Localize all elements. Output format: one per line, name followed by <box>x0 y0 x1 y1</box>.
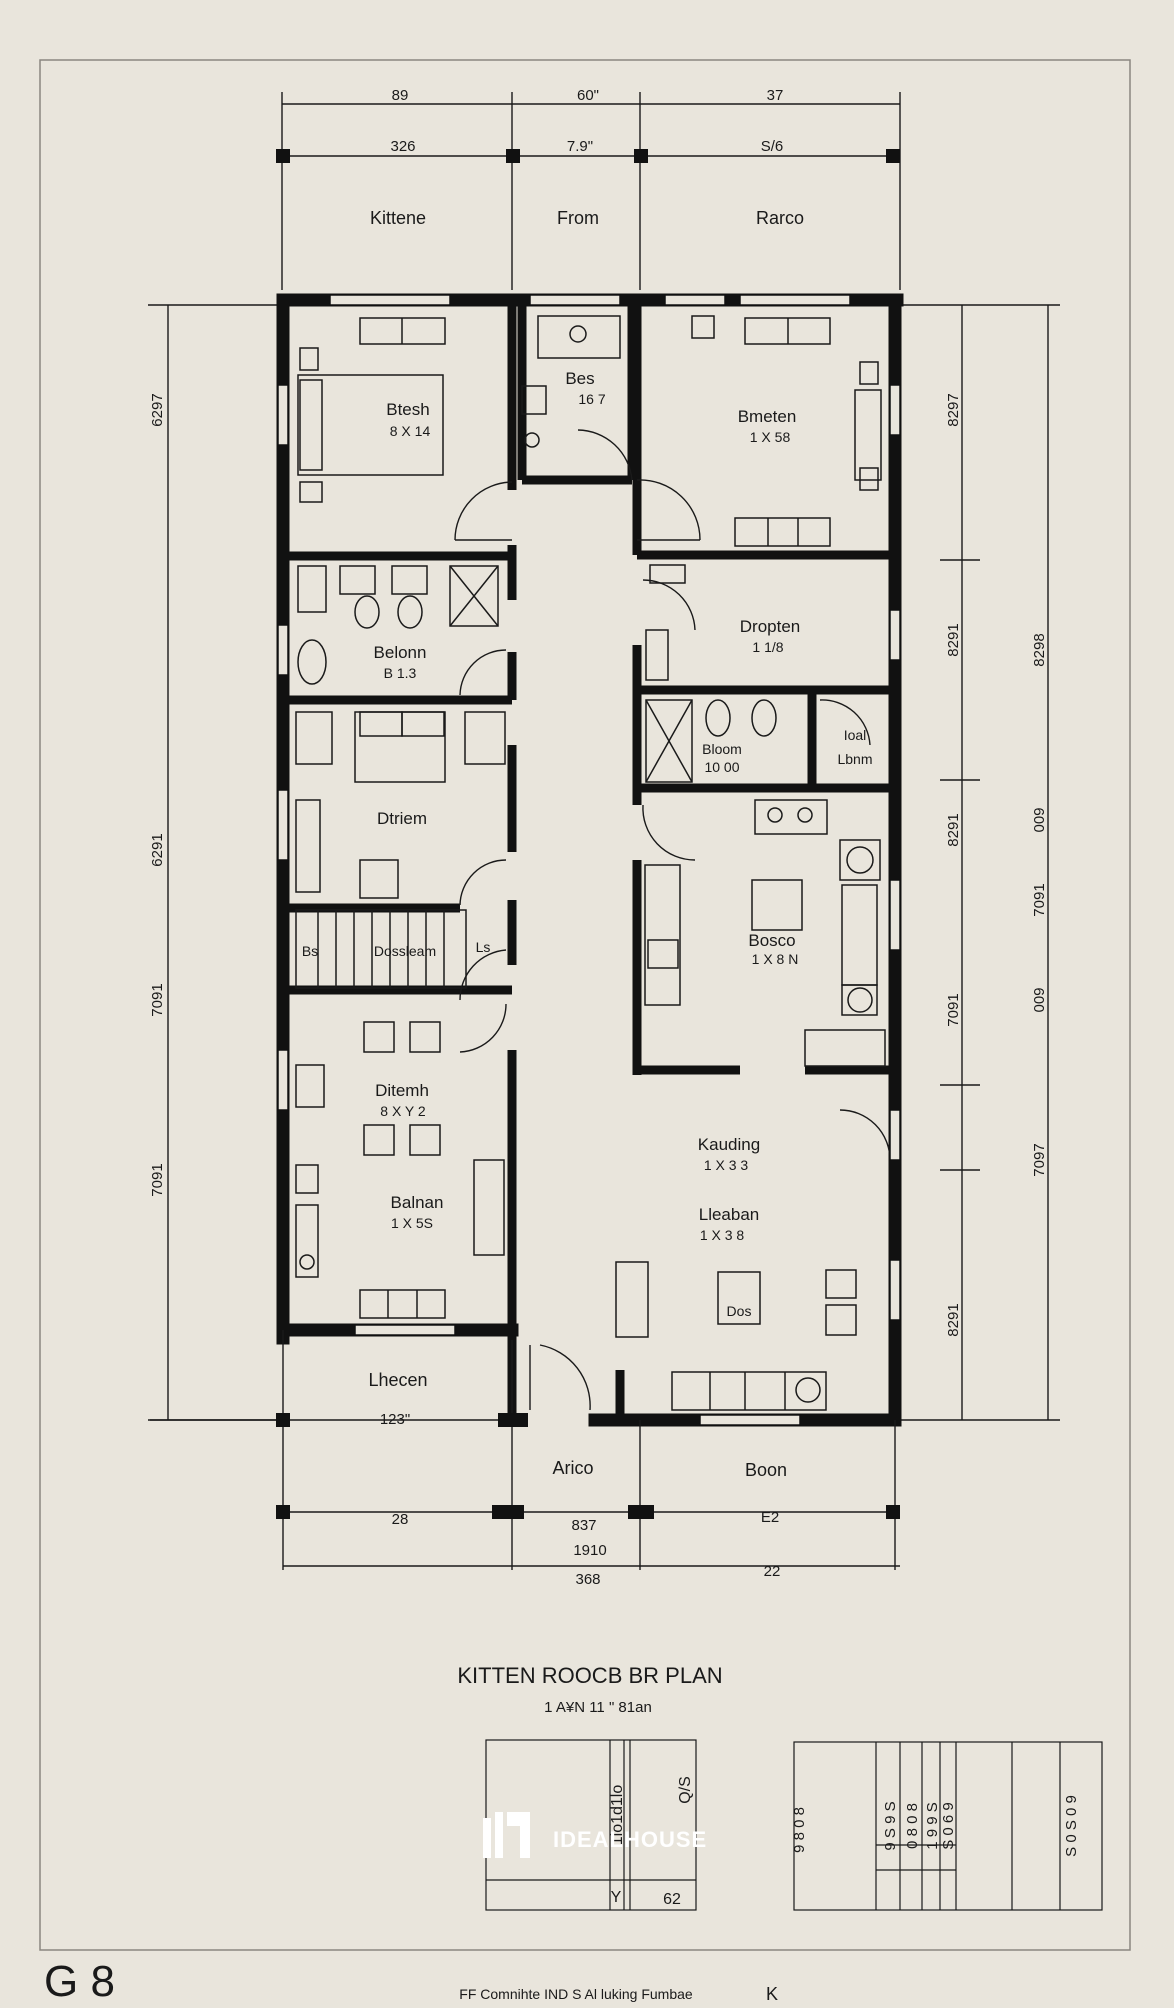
legend-left-col-2: Q/S <box>677 1776 694 1804</box>
legend-right-side: 9 8 0 8 <box>791 1807 808 1853</box>
top-dim-3: 37 <box>767 87 784 104</box>
right-inner-dim-2: 8291 <box>945 623 962 656</box>
room-loal-dim: Lbnm <box>837 751 872 767</box>
outdoor-label-boon: Boon <box>745 1460 787 1480</box>
outdoor-label-from: From <box>557 208 599 228</box>
left-dim-1: 6297 <box>149 393 166 426</box>
outdoor-label-lhecen: Lhecen <box>368 1370 427 1390</box>
building-logo-icon <box>483 1812 530 1858</box>
room-balnan-name: Balnan <box>391 1193 444 1212</box>
room-labels: Btesh 8 X 14 Bes 16 7 Bmeten 1 X 58 Belo… <box>302 369 873 1319</box>
room-bes-name: Bes <box>565 369 594 388</box>
room-kauding-dim: 1 X 3 3 <box>704 1157 749 1173</box>
room-btesh-name: Btesh <box>386 400 429 419</box>
bottom-dim-2: 28 <box>392 1511 409 1528</box>
bottom-dim-1: 123" <box>380 1411 410 1428</box>
plan-subtitle: 1 A¥N 11 " 81an <box>544 1699 652 1716</box>
outdoor-label-kittene: Kittene <box>370 208 426 228</box>
right-outer-dim-4: 009 <box>1031 987 1048 1012</box>
plan-title: KITTEN ROOCB BR PLAN <box>457 1663 722 1688</box>
room-stair-right: Ls <box>476 939 491 955</box>
room-lleaban-dim: 1 X 3 8 <box>700 1227 745 1243</box>
top-dim-6: S/6 <box>761 138 784 155</box>
room-dropten-dim: 1 1/8 <box>752 639 783 655</box>
watermark-text: IDEALHOUSE <box>553 1827 707 1852</box>
room-belonn-dim: B 1.3 <box>384 665 417 681</box>
top-dim-1: 89 <box>392 87 409 104</box>
legend-left-bottom-2: 62 <box>663 1891 681 1908</box>
footer-mark: K <box>766 1984 778 2004</box>
bottom-dim-4: E2 <box>761 1509 779 1526</box>
room-bosco-name: Bosco <box>748 931 795 950</box>
room-lleaban-name: Lleaban <box>699 1205 760 1224</box>
room-dos-name: Dos <box>727 1303 752 1319</box>
room-balnan-dim: 1 X 5S <box>391 1215 433 1231</box>
left-dim-2: 6291 <box>149 833 166 866</box>
right-outer-dim-2: 009 <box>1031 807 1048 832</box>
watermark: IDEALHOUSE <box>483 1812 707 1858</box>
room-btesh-dim: 8 X 14 <box>390 423 431 439</box>
footer-caption: FF Comnihte IND S Al luking Fumbae <box>459 1986 693 2002</box>
room-dropten-name: Dropten <box>740 617 800 636</box>
room-dtriem-name: Dtriem <box>377 809 427 828</box>
room-bmeten-dim: 1 X 58 <box>750 429 791 445</box>
legend-left-bottom-1: Y <box>611 1889 622 1906</box>
bottom-dim-5: 368 <box>575 1571 600 1588</box>
right-outer-dim-3: 7091 <box>1031 883 1048 916</box>
right-inner-dim-1: 8297 <box>945 393 962 426</box>
room-bes-dim: 16 7 <box>578 391 605 407</box>
left-dim-4: 7091 <box>149 1163 166 1196</box>
outdoor-label-arico: Arico <box>552 1458 593 1478</box>
legend-table-right <box>793 1741 1103 1911</box>
bottom-dim-3: 837 <box>571 1517 596 1534</box>
room-loal-name: Ioal <box>844 727 867 743</box>
right-inner-dim-5: 8291 <box>945 1303 962 1336</box>
room-kauding-name: Kauding <box>698 1135 760 1154</box>
room-bloom-dim: 10 00 <box>704 759 739 775</box>
room-bmeten-name: Bmeten <box>738 407 797 426</box>
furniture-fixtures <box>295 315 886 1411</box>
bottom-dimension-lines <box>150 1330 900 1570</box>
legend-left-col-1: 1lo1d1lo <box>609 1785 626 1846</box>
interior-walls <box>283 300 895 1420</box>
room-ditemh-dim: 8 X Y 2 <box>380 1103 426 1119</box>
dimension-markers-bottom <box>276 1413 900 1519</box>
sheet-number: G 8 <box>44 1957 115 2006</box>
legend-right-row-2: 0 8 0 8 <box>904 1803 921 1849</box>
dimension-markers-top <box>276 149 900 163</box>
right-inner-dim-3: 8291 <box>945 813 962 846</box>
legend-right-row-1: 9 S 9 S <box>882 1801 899 1850</box>
windows <box>277 294 901 1426</box>
top-dim-2: 60" <box>577 87 599 104</box>
bottom-dim-6: 22 <box>764 1563 781 1580</box>
right-outer-dim-5: 7097 <box>1031 1143 1048 1176</box>
room-stair-left: Bs <box>302 943 318 959</box>
top-dim-5: 7.9" <box>567 138 593 155</box>
legend-right-row-4: S 0 6 9 <box>940 1802 957 1850</box>
top-dimension-lines <box>281 92 901 290</box>
right-inner-dim-4: 7091 <box>945 993 962 1026</box>
legend-right-end: S 0 S 0 9 <box>1063 1795 1080 1857</box>
room-belonn-name: Belonn <box>374 643 427 662</box>
door-swings <box>454 429 891 1411</box>
room-bosco-dim: 1 X 8 N <box>752 951 799 967</box>
room-stair-name: Dossleam <box>374 943 436 959</box>
left-dim-3: 7091 <box>149 983 166 1016</box>
top-dim-4: 326 <box>390 138 415 155</box>
bottom-dim-sub: 1910 <box>573 1542 606 1559</box>
outdoor-label-rarco: Rarco <box>756 208 804 228</box>
legend-right-row-3: 1 9 9 S <box>924 1802 941 1850</box>
drawing-frame <box>39 59 1131 1951</box>
room-ditemh-name: Ditemh <box>375 1081 429 1100</box>
room-bloom-name: Bloom <box>702 741 742 757</box>
right-outer-dim-1: 8298 <box>1031 633 1048 666</box>
